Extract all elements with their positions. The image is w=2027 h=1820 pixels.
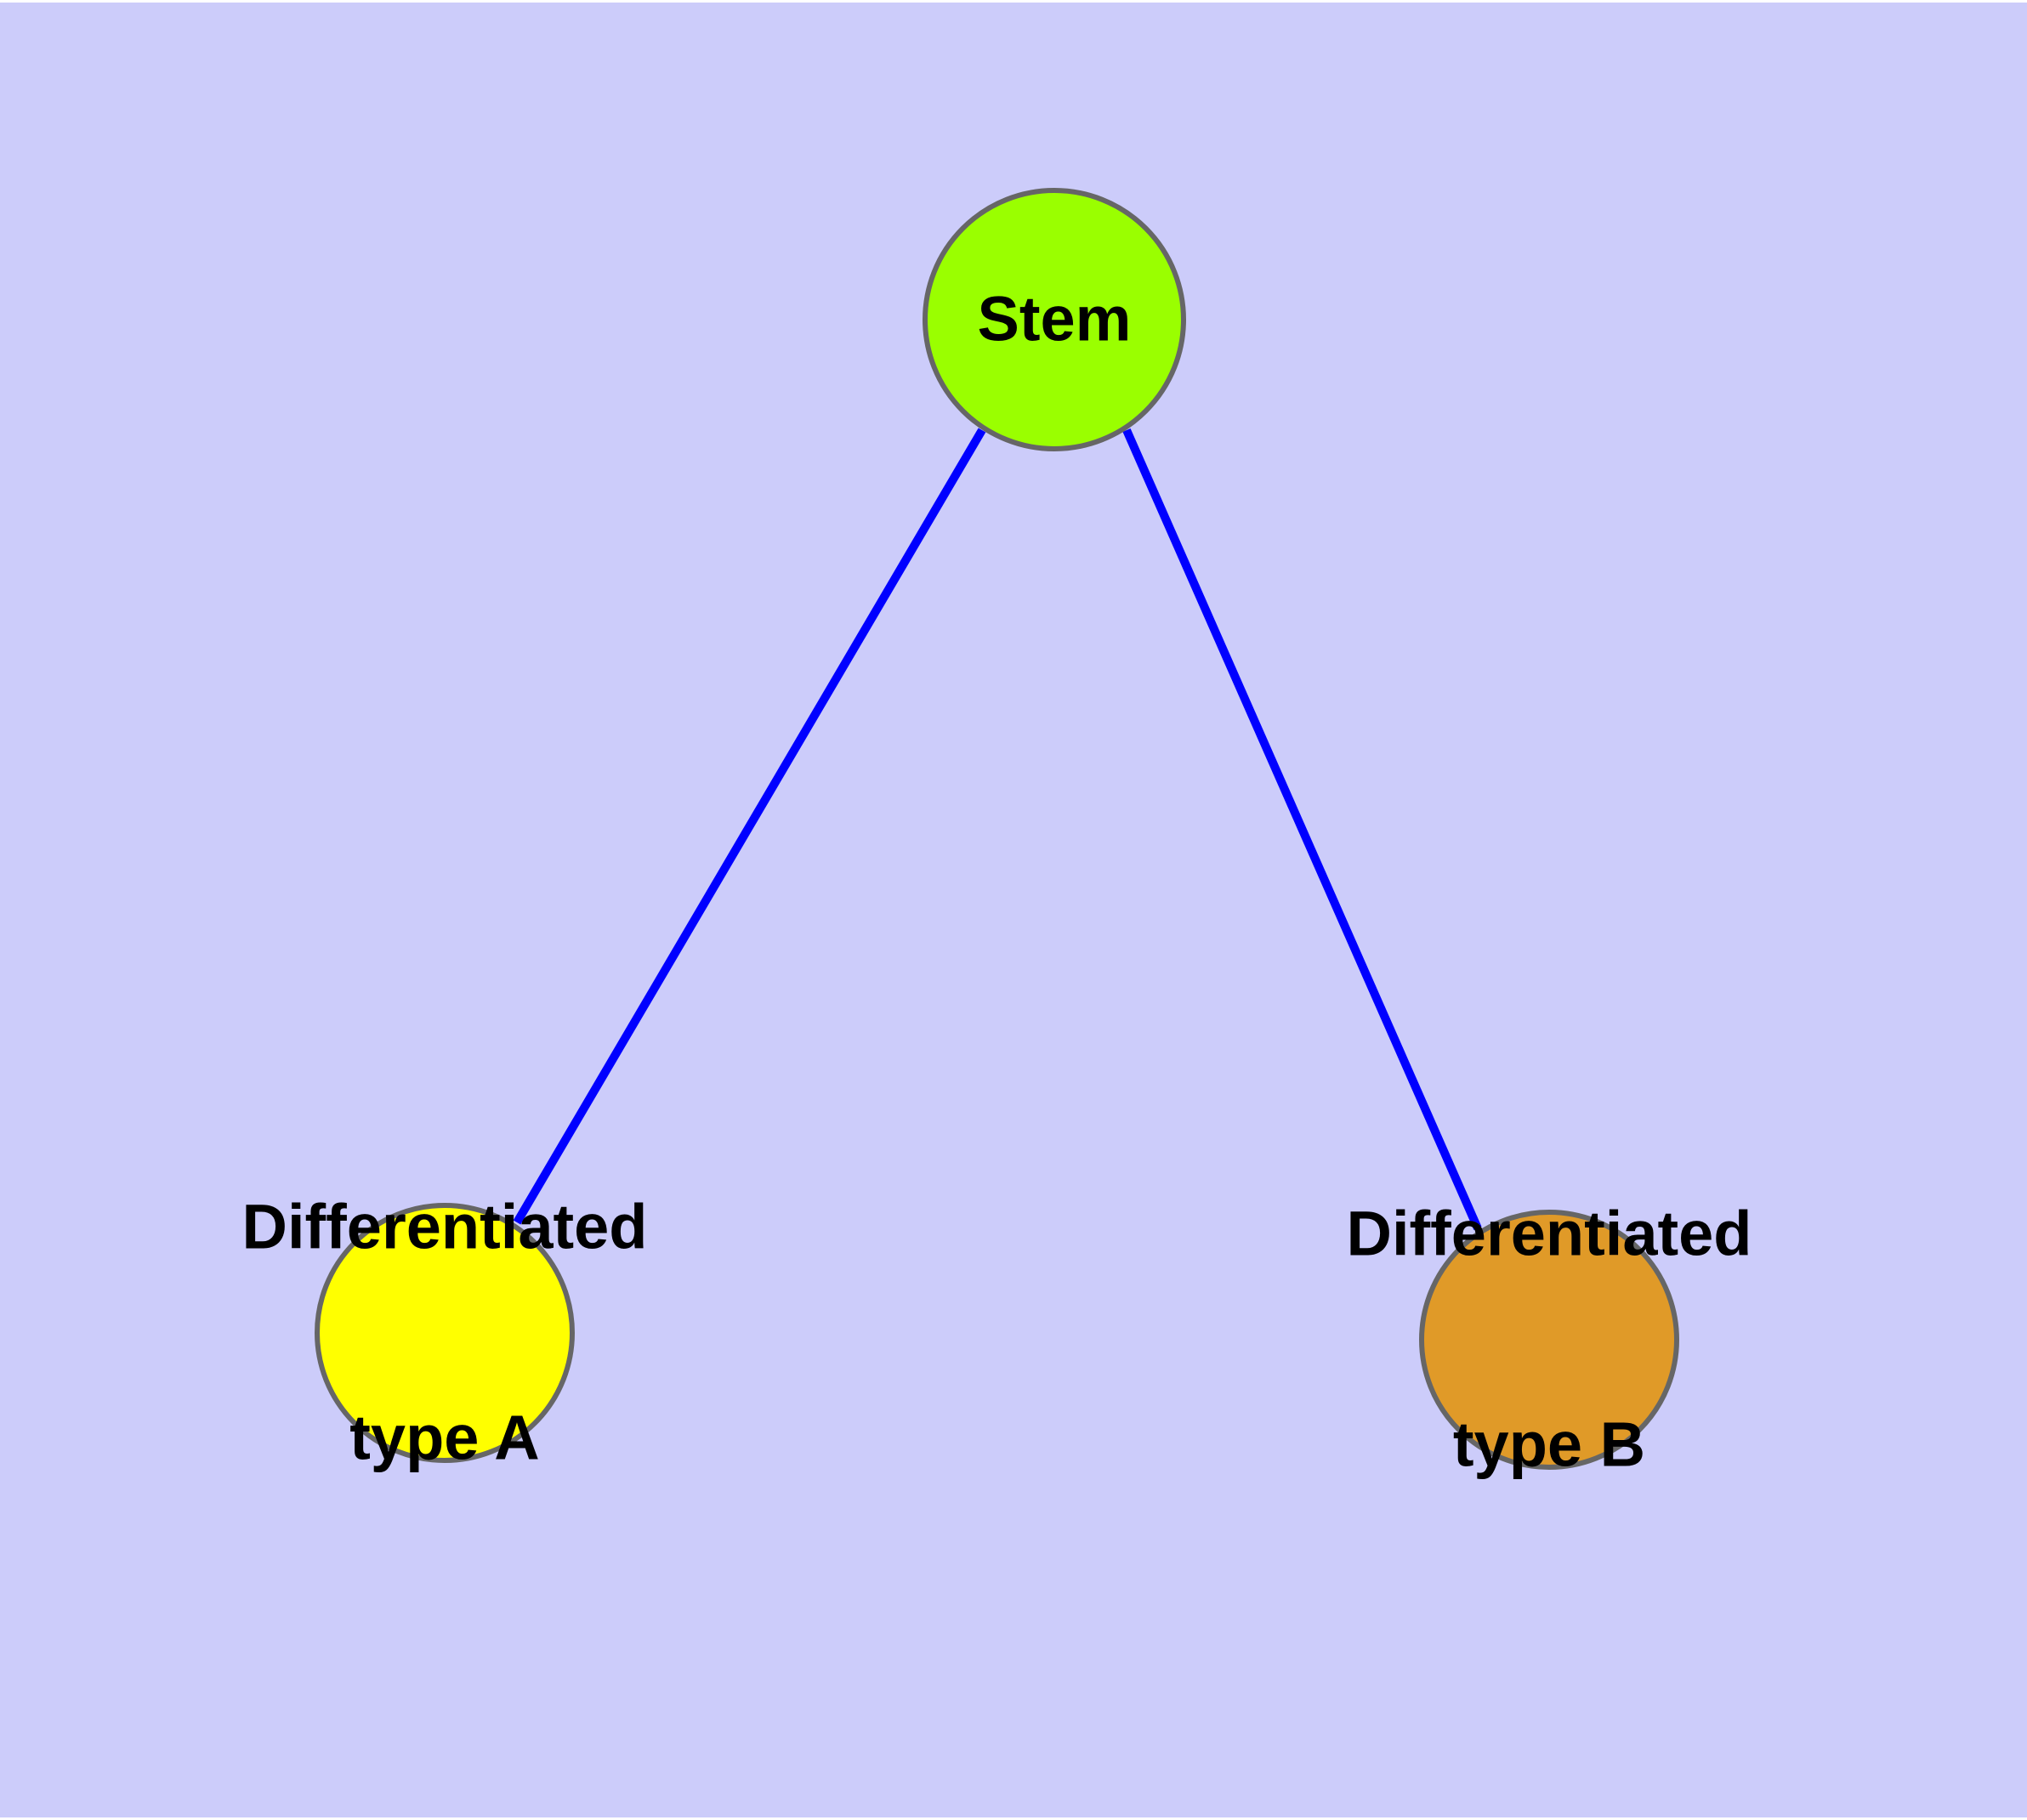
node-stem[interactable] <box>923 188 1186 451</box>
edge-layer <box>513 428 1482 1231</box>
edge-stem-to-type-b[interactable] <box>1122 428 1482 1231</box>
graph-svg <box>315 188 1679 1470</box>
edge-stem-to-type-a[interactable] <box>513 428 986 1225</box>
node-differentiated-type-b[interactable] <box>1419 1210 1679 1470</box>
node-differentiated-type-a[interactable] <box>315 1203 575 1463</box>
node-layer <box>315 188 1679 1470</box>
